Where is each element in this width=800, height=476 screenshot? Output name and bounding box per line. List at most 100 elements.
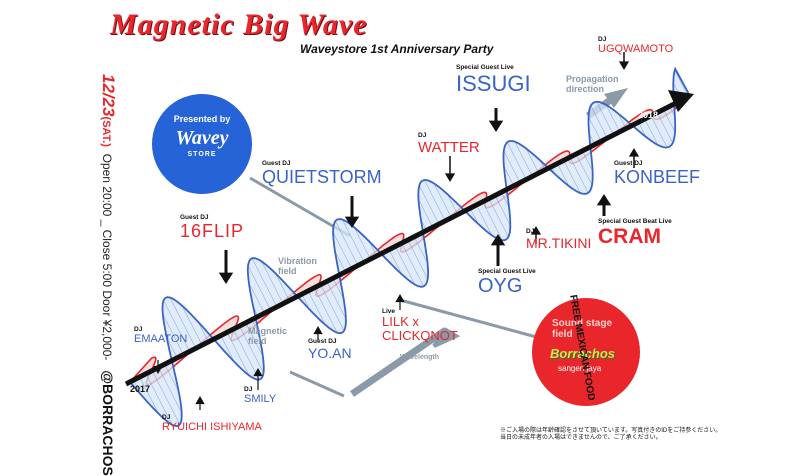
wave-hatch [162,314,184,355]
wave-hatch [401,243,424,287]
performer-role: DJ [162,414,171,421]
wave-hatch [501,192,510,208]
wave-hatch [342,219,365,263]
sound-stage-badge: Sound stage field Borrachos sangen jaya [532,298,640,406]
wave-hatch [618,113,627,129]
wave-hatch [332,278,344,300]
performer-name: OYG [478,275,523,297]
propagation-arrow-head [604,88,628,108]
pointer-arrow-head [488,120,504,132]
performer-role: Special Guest Beat Live [598,218,672,225]
wave-hatch [261,261,284,304]
performer-cram: Special Guest Beat Live CRAM [598,218,672,249]
pointer-arrow-head [596,194,612,206]
wave-hatch [482,201,503,241]
wave-hatch [644,118,659,146]
pointer-arrow-head [344,216,360,228]
wave-hatch [181,305,203,346]
wave-hatch [226,332,250,376]
performer-role: Live [382,308,396,315]
wave-hatch [320,284,345,331]
store-label: STORE [187,151,217,158]
wave-hatch [248,282,265,314]
wave-hatch [197,321,209,343]
propagation-axis-head [668,90,694,112]
performer-role: DJ [418,132,427,139]
performer-name: YO.AN [308,345,352,361]
wave-hatch [476,204,493,236]
wave-hatch [413,236,428,264]
propagation-axis [124,98,682,387]
wave-hatch [469,208,479,225]
performer-role: DJ [598,36,607,43]
pointer-arrow-head [628,148,640,157]
pointer-arrow-head [195,396,205,405]
wave-hatch [514,141,533,177]
performer-role: Guest DJ [308,338,337,345]
pointer-arrow-head [395,294,405,303]
wave-hatch [332,232,352,269]
performer-name: KONBEEF [614,167,701,187]
event-info-vertical: 12/23(SAT.) Open 20:00 _ Close 5:00 Door… [98,74,118,476]
wave-hatch [245,322,264,357]
performer-ryuichi-ishiyama: DJ RYUICHI ISHIYAMA [162,414,262,433]
pointer-arrow-head [153,365,163,374]
wave-hatch [369,241,377,257]
wave-hatch [251,319,259,333]
event-title: Magnetic Big Wave [110,8,368,41]
wave-hatch [446,193,458,215]
wave-hatch [596,101,614,136]
wave-hatch [424,179,446,222]
performer-role: Guest DJ [614,160,643,167]
wave-hatch [638,122,647,138]
wave-hatch [407,239,428,280]
performer-name: UGQWAMOTO [598,43,674,55]
performer-quietstorm: Guest DJ QUIETSTORM [262,160,382,188]
performer-role: Guest DJ [180,214,209,221]
magnetic-field-label: Magnetic field [248,326,288,346]
performer-role: DJ [244,386,253,393]
sound-stage-location: sangen jaya [558,364,602,373]
wave-hatch [326,281,347,319]
event-handle: @BORRACHOS [100,370,116,476]
wave-hatch [335,221,359,266]
wave-hatch [674,70,689,97]
performer-role: DJ [134,326,143,333]
borrachos-logo: Borrachos [550,346,616,361]
performer-mr-tikini: DJ MR.TIKINI [526,228,591,251]
vibration-field-wave [128,66,692,428]
age-notice: ※ご入場の際は年齢確認をさせて頂いています。写真付きのIDをご持参ください。 当… [500,428,721,442]
wave-hatch [605,104,621,132]
performer-role: Guest DJ [262,160,291,167]
age-notice-line-2: 当日の未成年者の入場はできませんので、ご了承ください。 [500,435,662,441]
wave-hatch [419,185,440,225]
event-times-price: Open 20:00 _ Close 5:00 Door ¥2,000- [100,153,114,361]
wave-hatch [557,163,570,187]
performer-name: RYUICHI ISHIYAMA [162,421,262,433]
performer-16flip: Guest DJ 16FLIP [180,214,244,242]
performer-name: MR.TIKINI [526,235,592,251]
wave-hatch [656,112,673,144]
wave-hatch [239,325,264,374]
wave-hatch [569,157,589,194]
presented-by-badge: Presented by Wavey STORE [152,94,252,194]
performer-smily: DJ SMILY [244,386,276,405]
wave-hatch [152,370,181,425]
age-notice-line-1: ※ご入場の際は年齢確認をさせて頂いています。写真付きのIDをご持参ください。 [500,428,722,434]
wave-hatch [503,150,521,183]
performer-role: DJ [526,228,535,235]
wave-hatch [575,154,593,186]
wave-hatch [139,376,159,414]
wavelength-arrow-head [432,327,461,348]
performer-konbeef: Guest DJ KONBEEF [614,160,700,188]
vibration-field-label: Vibration field [278,256,317,276]
wave-hatch [582,150,593,171]
wave-hatch [433,183,452,218]
pointer-arrow-head [253,368,263,377]
event-subtitle: Waveystore 1st Anniversary Party [300,42,494,56]
wavey-logo: Wavey [175,127,229,149]
pointer-arrow-head [218,272,234,284]
performer-name: SMILY [244,393,277,405]
wave-hatch [275,273,290,301]
guide-line [399,298,541,340]
